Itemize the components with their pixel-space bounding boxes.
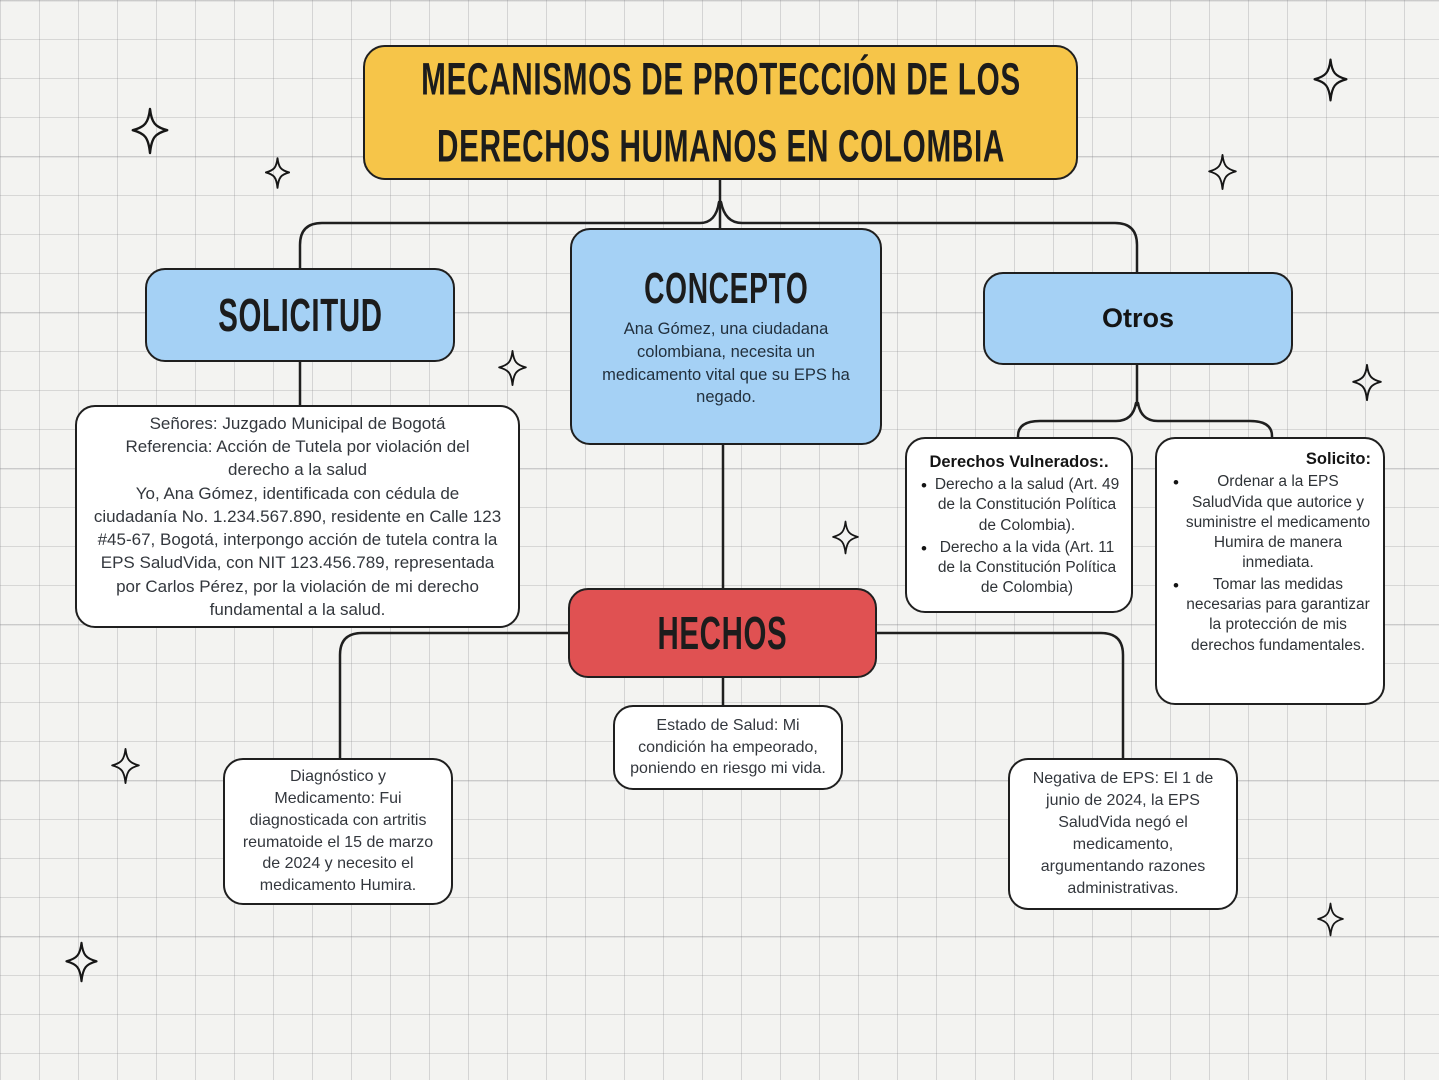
- derechos-vulnerados-heading: Derechos Vulnerados:.: [929, 452, 1109, 471]
- sparkle-icon: [130, 106, 170, 156]
- negativa-eps-node: Negativa de EPS: El 1 de junio de 2024, …: [1008, 758, 1238, 910]
- sparkle-icon: [831, 517, 860, 558]
- sparkle-icon: [1312, 57, 1349, 103]
- title-node: MECANISMOS DE PROTECCIÓN DE LOS DERECHOS…: [363, 45, 1078, 180]
- solicito-heading: Solicito:: [1305, 450, 1371, 468]
- solicitud-detail-node: Señores: Juzgado Municipal de Bogotá Ref…: [75, 405, 520, 628]
- sparkle-icon: [497, 347, 528, 389]
- sparkle-icon: [110, 744, 141, 788]
- solicitud-detail-line-2: Referencia: Acción de Tutela por violaci…: [125, 437, 470, 480]
- derechos-vulnerados-node: Derechos Vulnerados:. Derecho a la salud…: [905, 437, 1133, 613]
- solicito-item: Tomar las medidas necesarias para garant…: [1169, 575, 1371, 656]
- negativa-eps-text: Negativa de EPS: El 1 de junio de 2024, …: [1032, 770, 1214, 897]
- derechos-vulnerados-list: Derecho a la salud (Art. 49 de la Consti…: [917, 473, 1121, 598]
- solicito-item: Ordenar a la EPS SaludVida que autorice …: [1169, 472, 1371, 573]
- page-title: MECANISMOS DE PROTECCIÓN DE LOS DERECHOS…: [420, 53, 1021, 172]
- sparkle-icon: [1207, 152, 1238, 192]
- derechos-vulnerados-item: Derecho a la vida (Art. 11 de la Constit…: [917, 538, 1121, 598]
- solicitud-node: SOLICITUD: [145, 268, 455, 362]
- concepto-body: Ana Gómez, una ciudadana colombiana, nec…: [602, 319, 850, 407]
- solicitud-detail-line-3: Yo, Ana Gómez, identificada con cédula d…: [93, 483, 502, 619]
- hechos-node: HECHOS: [568, 588, 877, 678]
- diagnostico-text: Diagnóstico y Medicamento: Fui diagnosti…: [242, 767, 434, 895]
- solicitud-label: SOLICITUD: [217, 289, 383, 341]
- solicito-node: Solicito: Ordenar a la EPS SaludVida que…: [1155, 437, 1385, 705]
- sparkle-icon: [1351, 359, 1383, 406]
- derechos-vulnerados-item: Derecho a la salud (Art. 49 de la Consti…: [917, 475, 1121, 535]
- otros-label: Otros: [1101, 303, 1174, 333]
- sparkle-icon: [264, 156, 291, 190]
- hechos-label: HECHOS: [657, 607, 788, 659]
- sparkle-icon: [1316, 900, 1345, 939]
- concepto-node: CONCEPTO Ana Gómez, una ciudadana colomb…: [570, 228, 882, 445]
- estado-salud-node: Estado de Salud: Mi condición ha empeora…: [613, 705, 843, 790]
- solicitud-detail-line-1: Señores: Juzgado Municipal de Bogotá: [149, 413, 446, 433]
- estado-salud-text: Estado de Salud: Mi condición ha empeora…: [630, 716, 826, 778]
- sparkle-icon: [64, 940, 99, 984]
- diagnostico-node: Diagnóstico y Medicamento: Fui diagnosti…: [223, 758, 453, 905]
- otros-node: Otros: [983, 272, 1293, 365]
- concepto-label: CONCEPTO: [643, 263, 809, 313]
- solicito-list: Ordenar a la EPS SaludVida que autorice …: [1169, 470, 1371, 655]
